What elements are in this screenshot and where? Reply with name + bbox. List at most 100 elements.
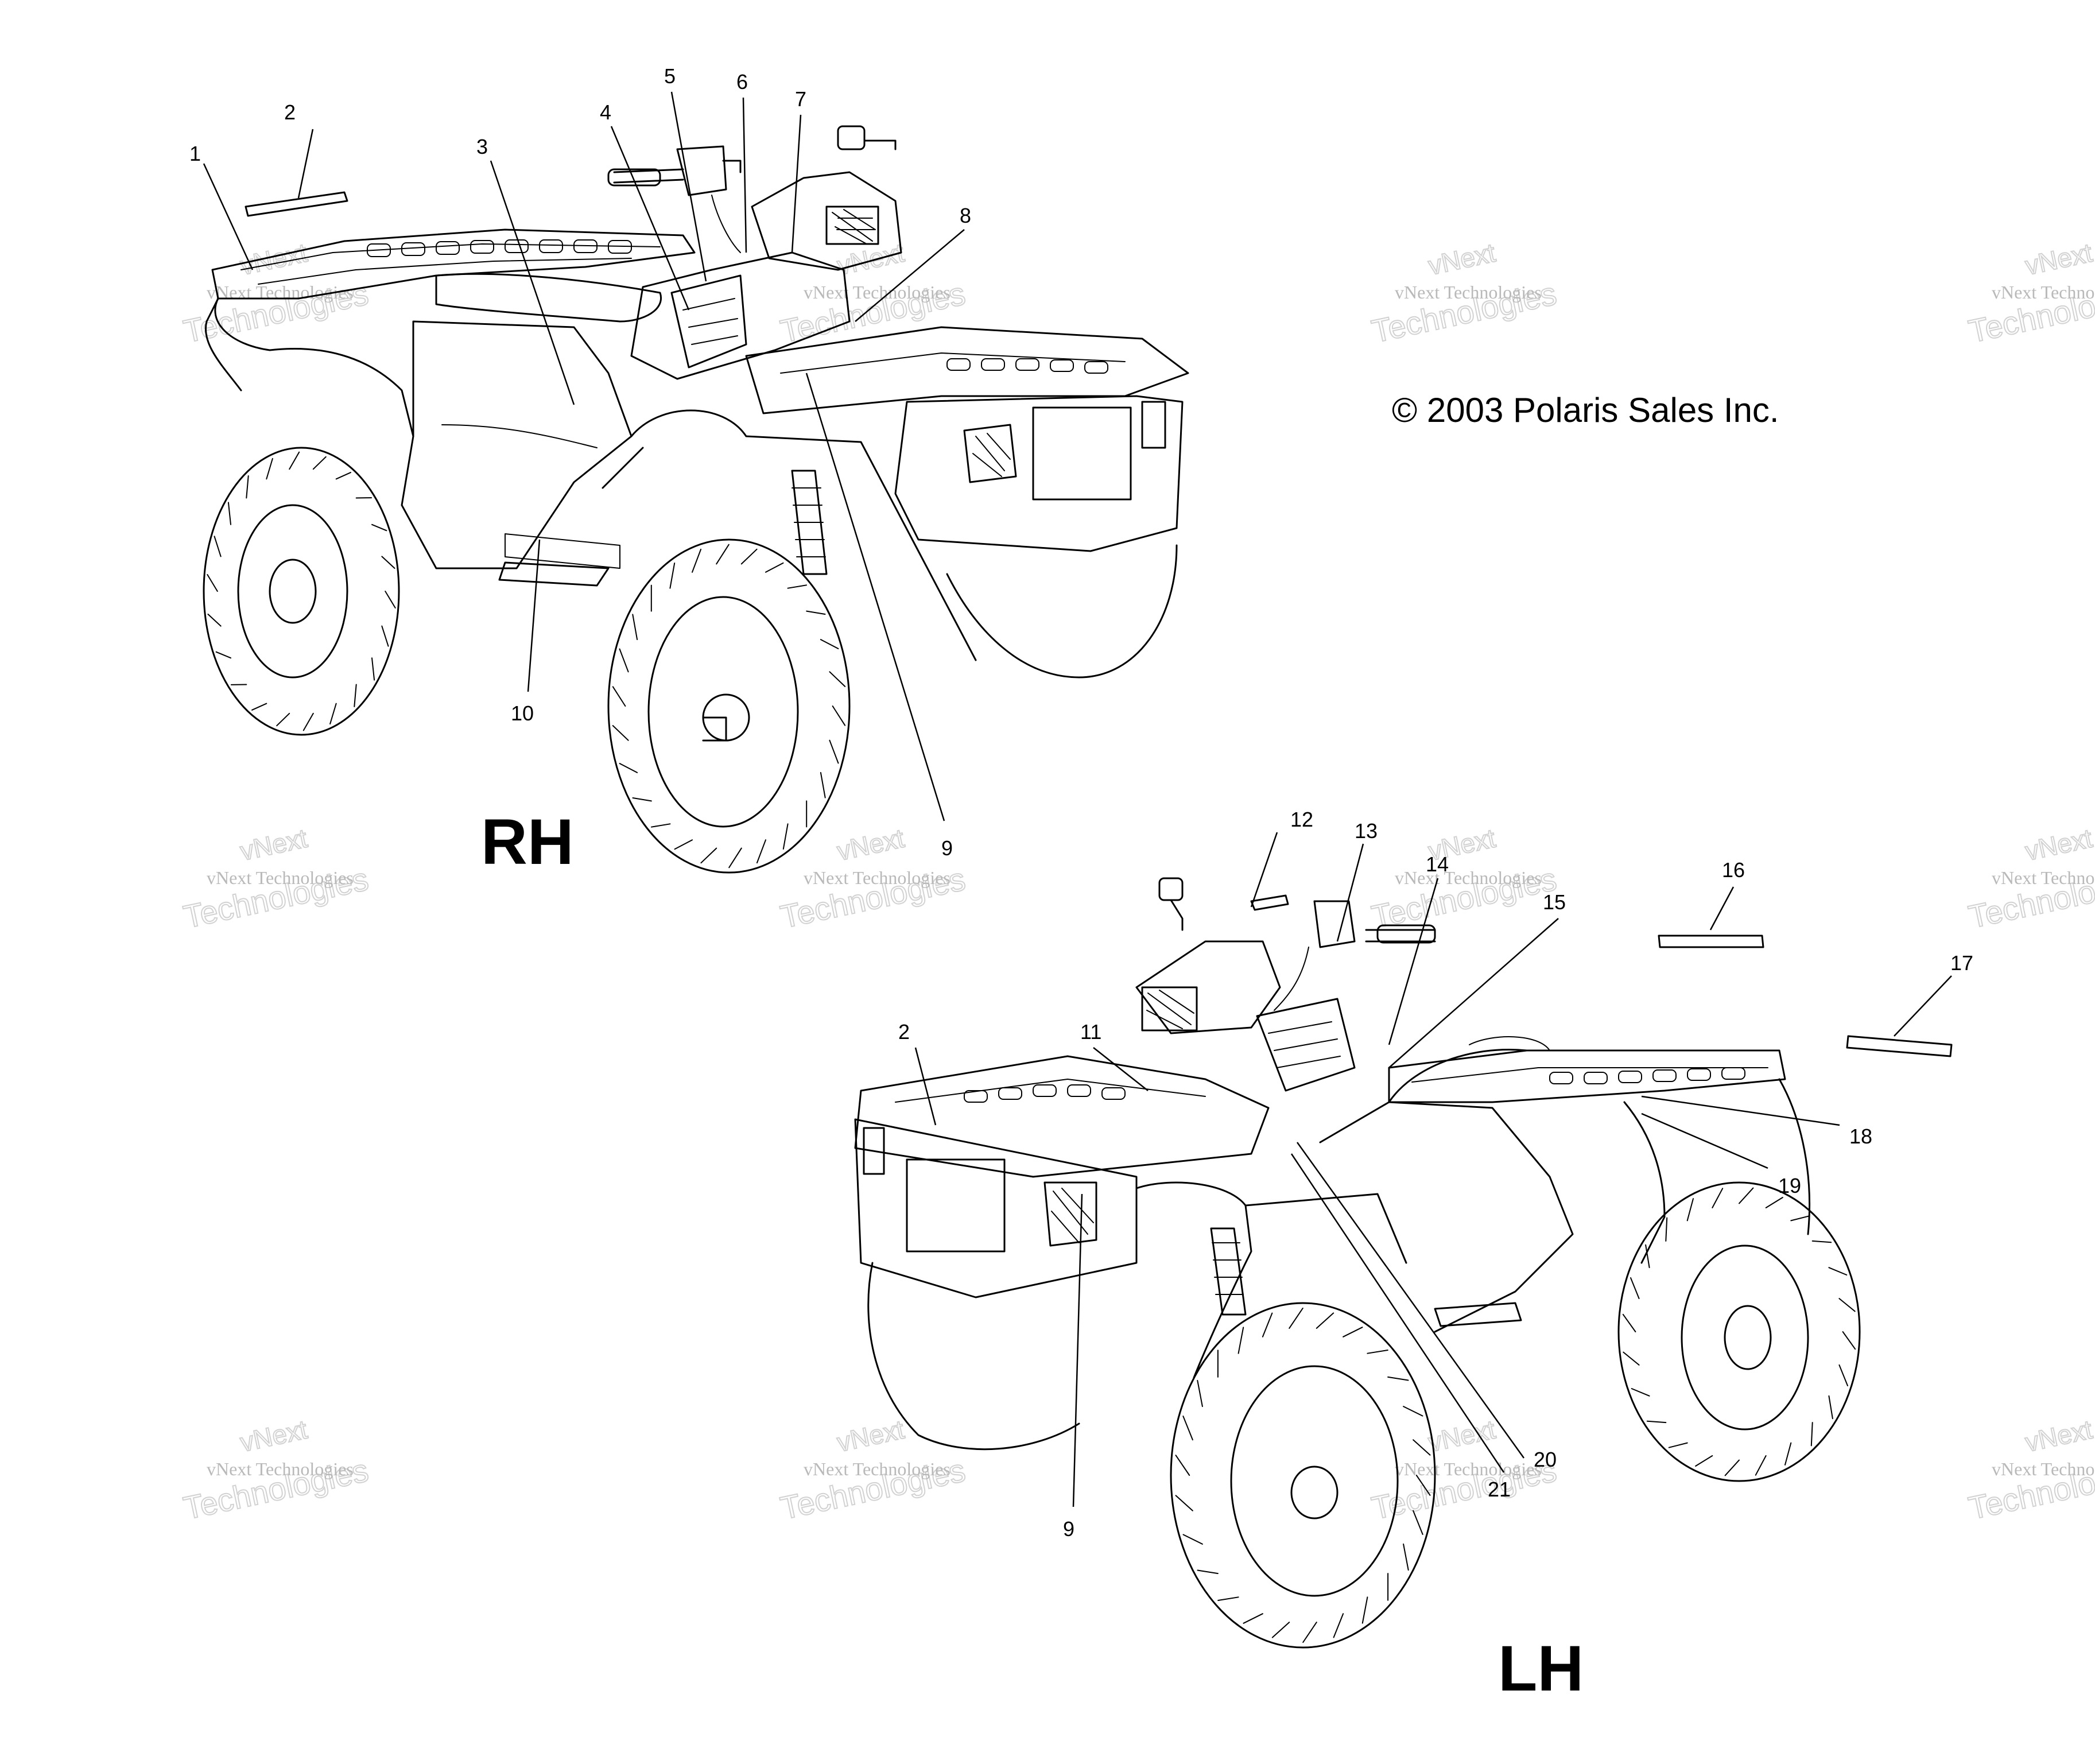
tread-lug xyxy=(1403,1543,1409,1571)
svg-text:vNext: vNext xyxy=(835,1414,907,1457)
tread-lug xyxy=(371,524,387,532)
tread-lug xyxy=(1316,1312,1334,1329)
tread-lug xyxy=(1838,1364,1848,1386)
tread-lug xyxy=(1289,1308,1303,1329)
tread-lug xyxy=(700,847,717,864)
tread-lug xyxy=(612,725,629,741)
callout-5: 5 xyxy=(664,64,676,88)
tread-lug xyxy=(246,475,249,499)
copyright-notice: © 2003 Polaris Sales Inc. xyxy=(1392,391,1779,429)
rh-view-label: RH xyxy=(481,806,574,878)
tread-lug xyxy=(692,548,702,573)
tread-lug xyxy=(1413,1439,1431,1456)
tread-lug xyxy=(207,574,218,592)
tread-lug xyxy=(820,771,826,798)
tread-lug xyxy=(1739,1187,1754,1204)
svg-text:vNext: vNext xyxy=(1426,238,1498,281)
tread-lug xyxy=(1631,1388,1650,1397)
tread-lug xyxy=(1755,1455,1767,1476)
tread-lug xyxy=(1828,1267,1848,1275)
callout-17: 17 xyxy=(1950,951,1973,975)
tread-lug xyxy=(1367,1350,1388,1354)
svg-text:vNext Technologies: vNext Technologies xyxy=(1992,282,2095,303)
tread-lug xyxy=(1262,1312,1273,1337)
tread-lug xyxy=(1361,1596,1368,1624)
tread-lug xyxy=(1182,1534,1203,1545)
atv-left-hand-view xyxy=(854,877,1861,1649)
svg-text:vNext: vNext xyxy=(2023,238,2095,281)
callout-19: 19 xyxy=(1778,1174,1801,1197)
tread-lug xyxy=(787,584,807,589)
svg-text:vNext: vNext xyxy=(238,823,310,866)
tread-lug xyxy=(632,797,652,802)
tread-lug xyxy=(302,712,314,731)
tread-lug xyxy=(1175,1455,1190,1476)
tread-lug xyxy=(651,823,671,828)
tread-lug xyxy=(1810,1422,1813,1447)
tread-lug xyxy=(1630,1277,1640,1300)
svg-text:vNext Technologies: vNext Technologies xyxy=(804,282,950,303)
tread-lug xyxy=(381,625,389,647)
callout-7: 7 xyxy=(795,87,806,111)
tread-lug xyxy=(632,614,638,641)
tread-lug xyxy=(1828,1395,1833,1420)
callout-15: 15 xyxy=(1543,890,1566,914)
tread-lug xyxy=(1387,1376,1409,1381)
tread-lug xyxy=(371,657,375,681)
lh-front-rack-slots xyxy=(964,1084,1126,1103)
front-rack-slots xyxy=(946,358,1108,374)
callout-numbers: 1 2 3 4 5 6 7 8 9 10 11 12 13 14 15 16 1… xyxy=(189,64,1973,1541)
tread-lug xyxy=(728,847,742,869)
tread-lug xyxy=(312,456,327,470)
callout-14: 14 xyxy=(1426,852,1449,876)
tread-lug xyxy=(1724,1459,1740,1476)
tread-lug xyxy=(207,614,222,627)
tread-lug xyxy=(1403,1406,1423,1417)
callout-4: 4 xyxy=(600,100,611,124)
callout-9-lh: 9 xyxy=(1063,1517,1074,1541)
callout-10: 10 xyxy=(511,701,534,725)
tread-lug xyxy=(1712,1188,1724,1208)
tread-lug xyxy=(612,686,626,707)
tread-lug xyxy=(740,548,758,565)
tread-lug xyxy=(354,684,357,707)
tread-lug xyxy=(756,839,766,864)
callout-3: 3 xyxy=(476,135,488,158)
callout-16: 16 xyxy=(1722,858,1745,882)
tread-lug xyxy=(829,671,846,687)
svg-text:vNext: vNext xyxy=(2023,1414,2095,1457)
tread-lug xyxy=(1665,1217,1668,1242)
tread-lug xyxy=(1842,1331,1856,1350)
tread-lug xyxy=(1623,1351,1640,1366)
rear-rack-slots xyxy=(367,239,632,257)
svg-text:vNext: vNext xyxy=(835,823,907,866)
atv-right-hand-view xyxy=(203,125,1189,874)
svg-text:vNext Technologies: vNext Technologies xyxy=(207,867,354,888)
lh-view-label: LH xyxy=(1498,1633,1584,1704)
tread-lug xyxy=(806,610,826,615)
rear-wheel-tread-rh xyxy=(207,451,396,731)
tread-lug xyxy=(1182,1416,1193,1441)
tread-lug xyxy=(1668,1442,1688,1448)
tread-lug xyxy=(674,839,693,850)
tread-lug xyxy=(1271,1622,1290,1638)
callout-20: 20 xyxy=(1534,1448,1557,1471)
tread-lug xyxy=(619,763,638,773)
callout-2-lh: 2 xyxy=(898,1020,910,1044)
svg-text:vNext Technologies: vNext Technologies xyxy=(1395,282,1542,303)
tread-lug xyxy=(1645,1244,1650,1269)
svg-text:vNext: vNext xyxy=(2023,823,2095,866)
rear-wheel-tread-lh xyxy=(1622,1187,1856,1476)
callout-21: 21 xyxy=(1488,1478,1511,1501)
callout-2: 2 xyxy=(284,100,296,124)
tread-lug xyxy=(669,563,676,589)
